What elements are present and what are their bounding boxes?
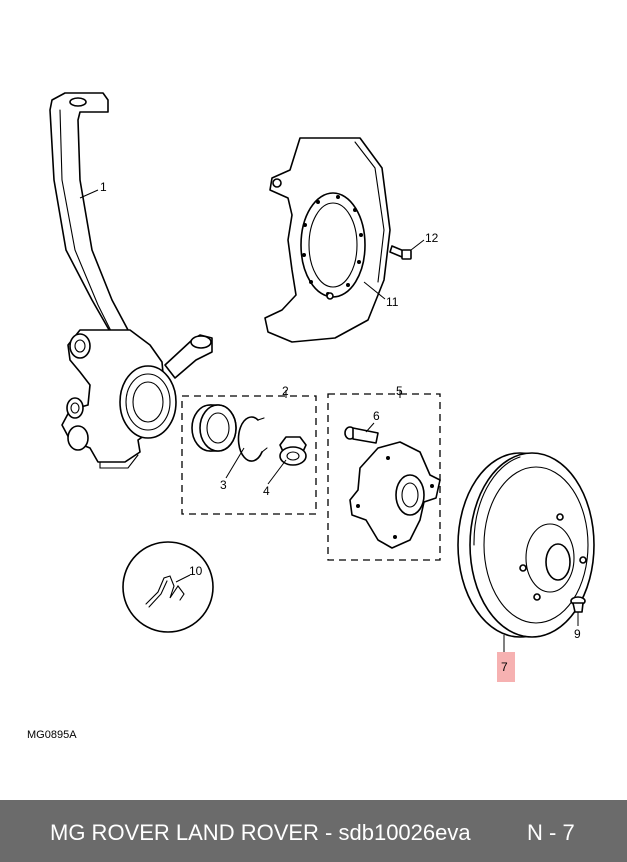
bearing-kit-box [181, 395, 317, 515]
circlip [237, 416, 268, 462]
drawing-code: MG0895A [27, 729, 77, 741]
exploded-parts-diagram: 1 2 3 4 5 6 7 9 10 11 12 [49, 92, 595, 682]
callout-10: 10 [189, 564, 203, 578]
wheel-hub [349, 441, 441, 549]
hub-kit-box [327, 393, 441, 561]
callout-1: 1 [100, 180, 107, 194]
brake-disc [457, 452, 595, 638]
screw [389, 245, 412, 260]
callout-4: 4 [263, 484, 270, 498]
callout-7: 7 [501, 660, 508, 674]
hub-nut [279, 436, 307, 466]
retaining-clip-detail [122, 541, 214, 633]
wheel-bearing [191, 404, 237, 452]
footer-title: MG ROVER LAND ROVER - sdb10026eva [50, 820, 471, 845]
callout-highlight [497, 652, 515, 682]
leader-lines [79, 189, 579, 652]
disc-screw [570, 596, 586, 613]
callout-12: 12 [425, 231, 439, 245]
callout-11: 11 [386, 295, 399, 309]
footer-page-number: N - 7 [527, 820, 575, 845]
shield-bolt-holes [302, 195, 363, 296]
callout-9: 9 [574, 627, 581, 641]
callout-labels: 1 2 3 4 5 6 7 9 10 11 12 [100, 180, 581, 674]
footer-bar [0, 800, 627, 862]
dust-shield [264, 137, 391, 343]
steering-knuckle [49, 92, 213, 469]
wheel-stud [344, 426, 379, 444]
callout-6: 6 [373, 409, 380, 423]
callout-2: 2 [282, 384, 289, 398]
callout-5: 5 [396, 384, 403, 398]
callout-3: 3 [220, 478, 227, 492]
